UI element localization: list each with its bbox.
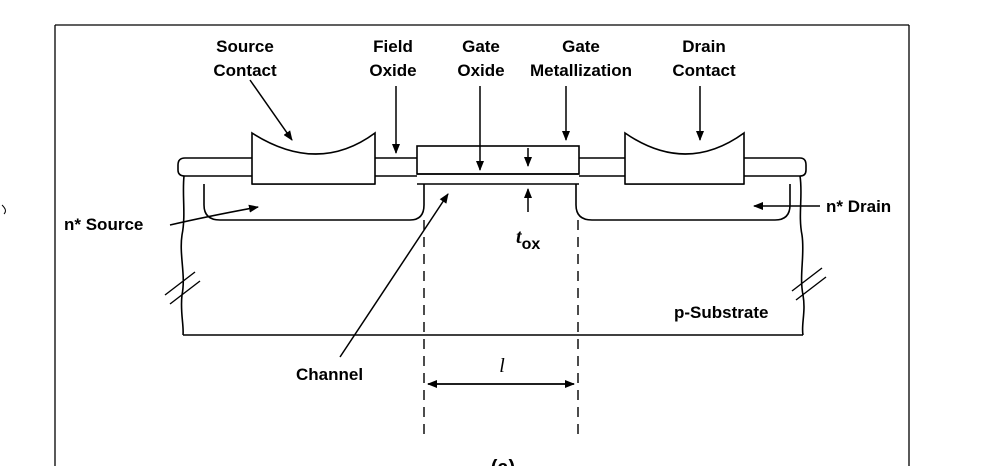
- drain-contact-label-1: Drain: [682, 37, 725, 56]
- source-contact-arrow: [249, 79, 293, 141]
- p-substrate-label: p-Substrate: [674, 303, 768, 322]
- channel-length-guides: [423, 220, 579, 440]
- figure-frame: [54, 24, 910, 466]
- leader-arrows: [169, 79, 820, 358]
- field-oxide-label-1: Field: [373, 37, 413, 56]
- field-oxide-label-2: Oxide: [369, 61, 416, 80]
- drain-contact-label-2: Contact: [672, 61, 736, 80]
- channel-label: Channel: [296, 365, 363, 384]
- gate-metallization-label-2: Metallization: [530, 61, 632, 80]
- gate-oxide-label-1: Gate: [462, 37, 500, 56]
- caption-label: (a): [491, 457, 515, 466]
- n-source-region: [203, 184, 425, 221]
- tox-sub: ox: [522, 236, 541, 253]
- labels: Source Contact Field Oxide Gate Oxide Ga…: [64, 37, 891, 471]
- gate-oxide-label-2: Oxide: [457, 61, 504, 80]
- n-source-arrow: [169, 204, 259, 226]
- gate-metallization-label-1: Gate: [562, 37, 600, 56]
- length-symbol: l: [499, 355, 505, 377]
- device-body: [177, 157, 807, 336]
- stray-mark: [1, 204, 6, 215]
- break-marks: [164, 267, 827, 305]
- tox-symbol: tox: [516, 226, 540, 253]
- drain-contact-shape: [624, 131, 745, 185]
- source-contact-label-2: Contact: [213, 61, 277, 80]
- gate-metallization-block: [416, 145, 580, 175]
- n-drain-region: [575, 184, 791, 221]
- source-contact-shape: [251, 131, 376, 185]
- channel-arrow: [339, 193, 449, 358]
- n-drain-label: n* Drain: [826, 197, 891, 216]
- source-contact-label-1: Source: [216, 37, 274, 56]
- n-source-label: n* Source: [64, 215, 143, 234]
- tox-main: t: [516, 226, 523, 248]
